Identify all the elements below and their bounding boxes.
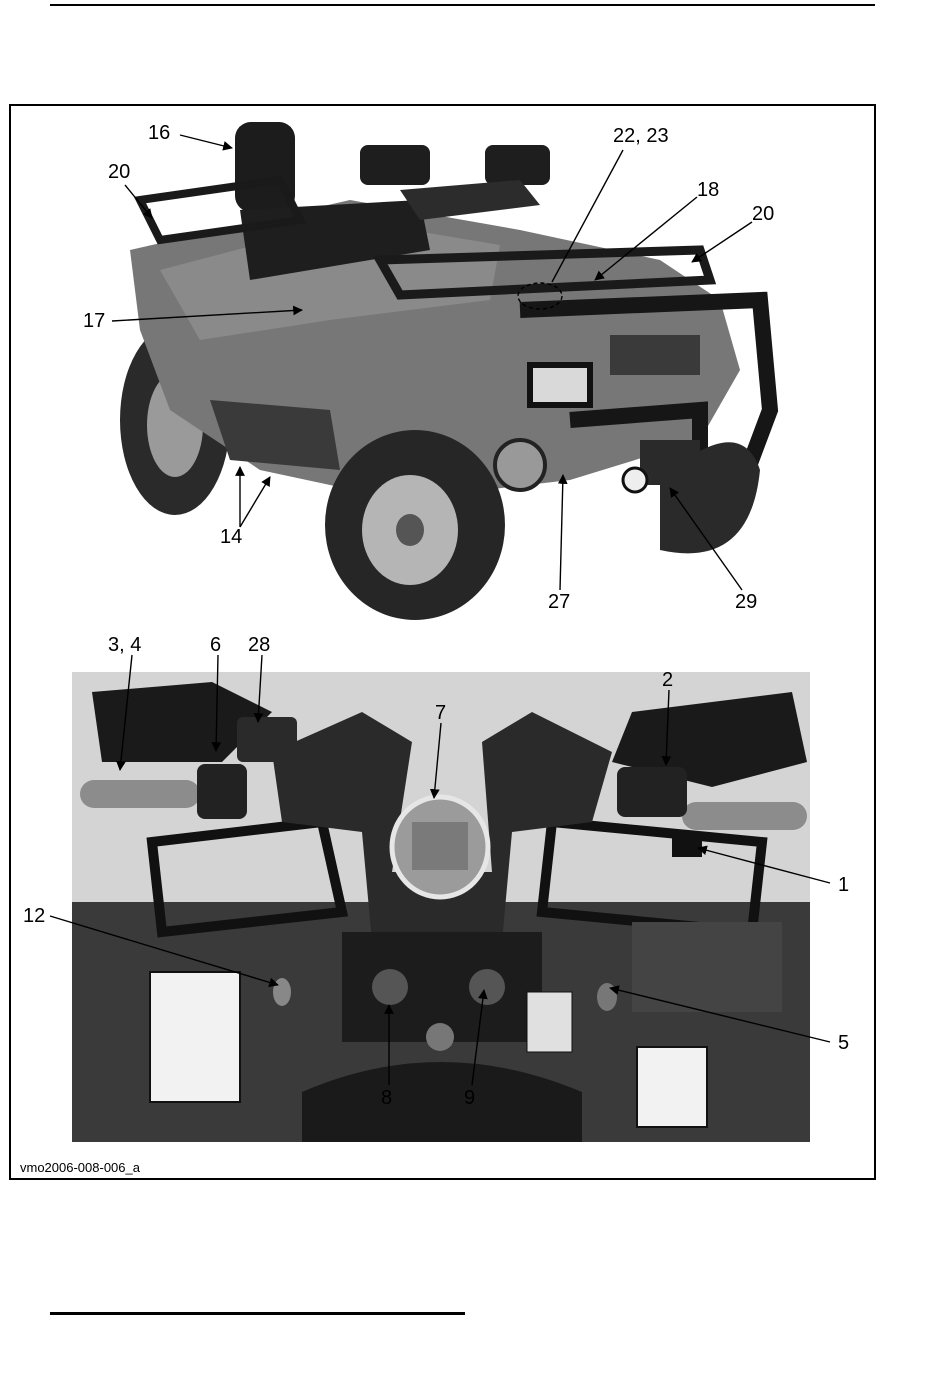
- callout-8: 8: [381, 1088, 392, 1108]
- callout-1: 1: [838, 875, 849, 895]
- callout-3-4: 3, 4: [108, 635, 141, 655]
- callout-5: 5: [838, 1033, 849, 1053]
- handlebar-photo: [72, 672, 810, 1142]
- callout-12: 12: [23, 906, 45, 926]
- callout-29: 29: [735, 592, 757, 612]
- callout-28: 28: [248, 635, 270, 655]
- callout-9: 9: [464, 1088, 475, 1108]
- footer-rule: [50, 1312, 465, 1315]
- callout-20-left: 20: [108, 162, 130, 182]
- callout-20-right: 20: [752, 204, 774, 224]
- callout-18: 18: [697, 180, 719, 200]
- callout-2: 2: [662, 670, 673, 690]
- callout-27: 27: [548, 592, 570, 612]
- atv-photo: [100, 110, 830, 620]
- callout-16: 16: [148, 123, 170, 143]
- callout-17: 17: [83, 311, 105, 331]
- callout-6: 6: [210, 635, 221, 655]
- figure-caption: vmo2006-008-006_a: [20, 1160, 140, 1175]
- header-rule: [50, 4, 875, 6]
- callout-7: 7: [435, 703, 446, 723]
- callout-14: 14: [220, 527, 242, 547]
- callout-22-23: 22, 23: [613, 126, 669, 146]
